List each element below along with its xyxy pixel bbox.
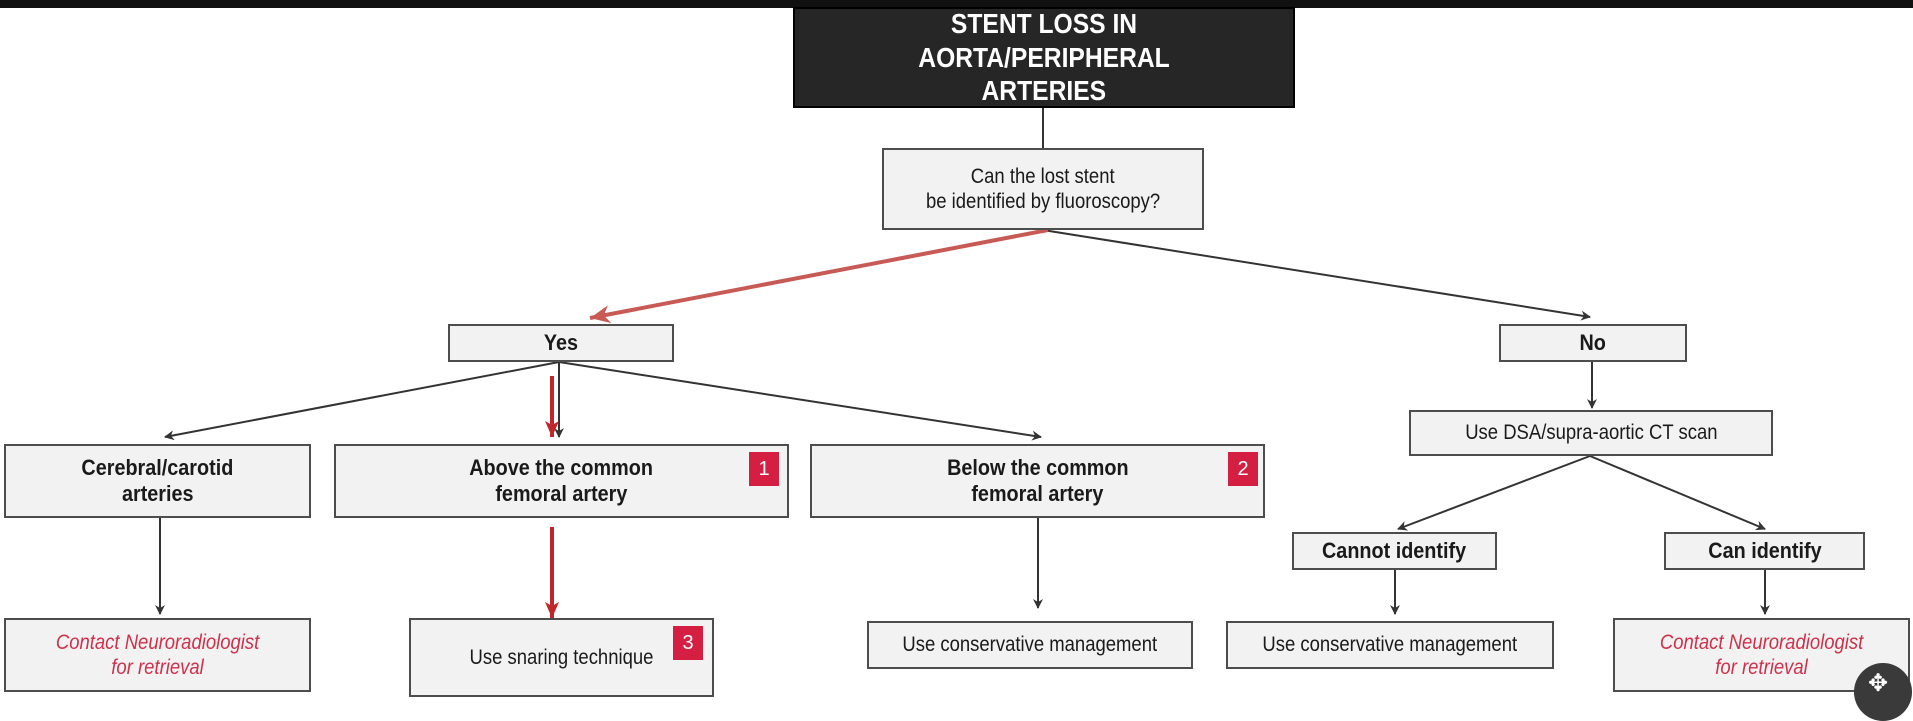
contact-right-line-2: for retrieval bbox=[1715, 656, 1808, 679]
edge-question-no bbox=[1042, 229, 1591, 321]
title-box: STENT LOSS IN AORTA/PERIPHERAL ARTERIES bbox=[793, 7, 1295, 108]
cerebral-line-2: arteries bbox=[121, 481, 194, 506]
contact-left-line-1: Contact Neuroradiologist bbox=[55, 630, 260, 654]
contact-right-line-1: Contact Neuroradiologist bbox=[1659, 630, 1864, 654]
contact-left-line-2: for retrieval bbox=[111, 656, 204, 679]
title-line-2: ARTERIES bbox=[981, 75, 1107, 107]
below-femoral-box: Below the common femoral artery bbox=[810, 444, 1265, 518]
below-line-1: Below the common bbox=[946, 454, 1129, 480]
snaring-label: Use snaring technique bbox=[469, 645, 654, 669]
step-badge-2: 2 bbox=[1228, 452, 1258, 486]
cannot-identify-box: Cannot identify bbox=[1292, 532, 1497, 570]
conservative-below-label: Use conservative management bbox=[902, 633, 1158, 657]
title-line-1: STENT LOSS IN AORTA/PERIPHERAL bbox=[918, 8, 1170, 73]
above-line-2: femoral artery bbox=[495, 481, 628, 506]
can-identify-box: Can identify bbox=[1664, 532, 1865, 570]
question-line-1: Can the lost stent bbox=[971, 164, 1115, 188]
question-line-2: be identified by fluoroscopy? bbox=[925, 190, 1161, 213]
yes-box: Yes bbox=[448, 324, 674, 362]
move-button[interactable]: ✥ bbox=[1854, 663, 1912, 721]
cerebral-carotid-box: Cerebral/carotid arteries bbox=[4, 444, 311, 518]
above-femoral-box: Above the common femoral artery bbox=[334, 444, 789, 518]
dsa-label: Use DSA/supra-aortic CT scan bbox=[1464, 421, 1718, 445]
above-line-1: Above the common bbox=[469, 454, 654, 480]
below-line-2: femoral artery bbox=[971, 481, 1104, 506]
contact-neuroradiologist-left-box: Contact Neuroradiologist for retrieval bbox=[4, 618, 311, 692]
edge-yes-below bbox=[558, 361, 1042, 441]
snaring-technique-box: Use snaring technique bbox=[409, 618, 714, 697]
no-box: No bbox=[1499, 324, 1687, 362]
step-badge-1: 1 bbox=[749, 452, 779, 486]
can-identify-label: Can identify bbox=[1707, 537, 1822, 563]
top-bar bbox=[0, 0, 1913, 8]
no-label: No bbox=[1579, 329, 1607, 355]
edge-yes-cerebral bbox=[164, 361, 560, 441]
flowchart-connectors bbox=[155, 108, 1770, 618]
yes-label: Yes bbox=[543, 329, 579, 355]
conservative-management-below-box: Use conservative management bbox=[867, 621, 1193, 669]
conservative-management-no-box: Use conservative management bbox=[1226, 621, 1554, 669]
edge-dsa-cannot bbox=[1397, 455, 1591, 531]
move-icon: ✥ bbox=[1867, 669, 1889, 697]
cerebral-line-1: Cerebral/carotid bbox=[81, 454, 234, 480]
step-badge-3: 3 bbox=[673, 626, 703, 660]
cannot-identify-label: Cannot identify bbox=[1322, 537, 1467, 563]
edge-question-yes-highlight bbox=[589, 228, 1049, 324]
question-box: Can the lost stent be identified by fluo… bbox=[882, 148, 1204, 230]
edge-dsa-can bbox=[1589, 455, 1766, 531]
dsa-box: Use DSA/supra-aortic CT scan bbox=[1409, 410, 1773, 456]
conservative-no-label: Use conservative management bbox=[1262, 633, 1518, 657]
